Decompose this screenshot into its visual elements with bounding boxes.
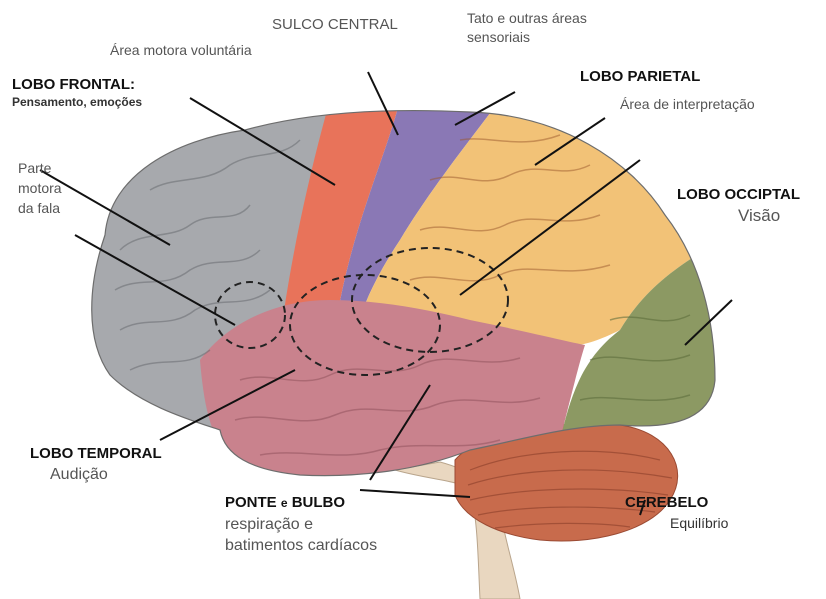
area-interpretacao-label: Área de interpretação — [620, 96, 755, 112]
bulbo-text: BULBO — [292, 494, 345, 511]
ponte-text: PONTE — [225, 494, 277, 511]
equilibrio-label: Equilíbrio — [670, 515, 728, 531]
visao-label: Visão — [738, 206, 780, 226]
lobo-frontal-label: LOBO FRONTAL: — [12, 76, 135, 93]
parte-motora-line2: motora — [18, 180, 62, 196]
and-text: e — [281, 496, 288, 510]
tato-label-line1: Tato e outras áreas — [467, 10, 587, 26]
lobo-frontal-sub: Pensamento, emoções — [12, 96, 142, 110]
sulco-central-label: SULCO CENTRAL — [272, 16, 398, 33]
audicao-label: Audição — [50, 466, 108, 484]
respiracao-line2: batimentos cardíacos — [225, 537, 377, 555]
lobo-parietal-label: LOBO PARIETAL — [580, 68, 700, 85]
respiracao-line1: respiração e — [225, 516, 313, 534]
area-motora-label: Área motora voluntária — [110, 42, 252, 58]
parte-motora-line3: da fala — [18, 200, 60, 216]
tato-label-line2: sensoriais — [467, 29, 530, 45]
ponte-bulbo-label: PONTE e BULBO — [225, 494, 345, 511]
lobo-occipital-label: LOBO OCCIPTAL — [677, 186, 800, 203]
leader-bulbo — [360, 490, 470, 497]
lobo-temporal-label: LOBO TEMPORAL — [30, 445, 162, 462]
parte-motora-line1: Parte — [18, 160, 51, 176]
cerebelo-label: CEREBELO — [625, 494, 708, 511]
